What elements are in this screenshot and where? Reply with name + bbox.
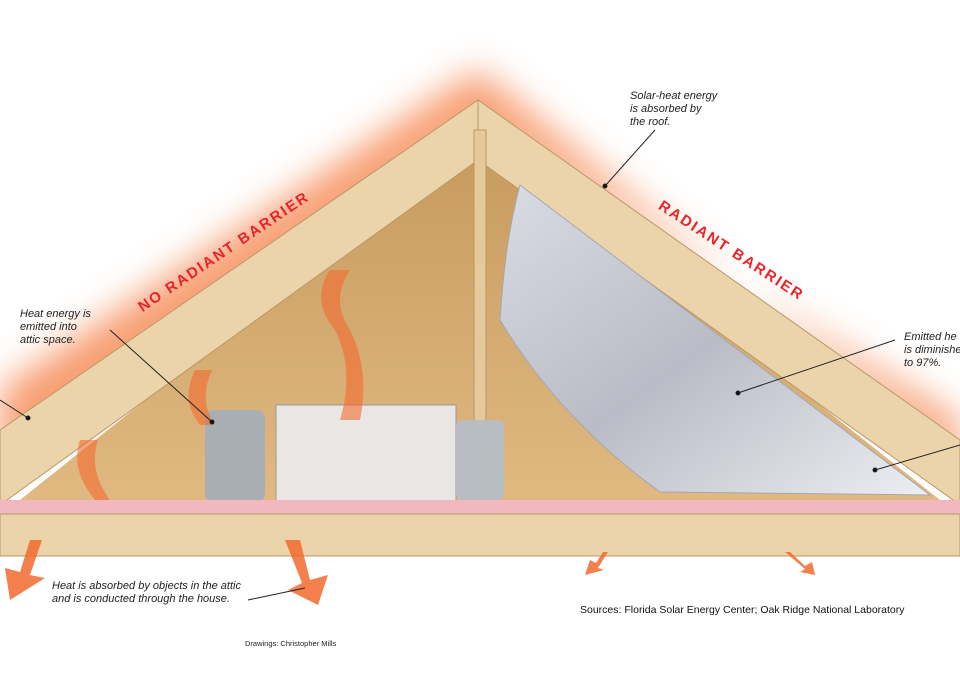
floor-joist [0, 513, 960, 557]
insulation [0, 500, 960, 514]
sources-text: Sources: Florida Solar Energy Center; Oa… [580, 604, 905, 616]
heat-arrow-icon [5, 540, 45, 600]
heat-glow [0, 70, 960, 470]
heat-arrow-icon [285, 540, 328, 605]
heat-wave-icon [188, 370, 215, 425]
heat-wave-icon [321, 270, 364, 420]
radiant-barrier-foil [499, 184, 932, 496]
leader-lines [0, 129, 960, 601]
heat-arrows [5, 270, 815, 605]
heat-arrow-icon [585, 552, 608, 575]
solar-heat-callout: Solar-heat energy is absorbed by the roo… [630, 90, 718, 128]
hvac-duct [456, 420, 504, 500]
hvac-unit [275, 404, 457, 504]
heat-emitted-callout: Heat energy is emitted into attic space. [20, 308, 91, 346]
hvac-pipe [205, 410, 265, 502]
heat-absorbed-callout: Heat is absorbed by objects in the attic… [52, 580, 241, 605]
heat-wave-icon [77, 440, 110, 500]
heat-arrow-icon [785, 552, 815, 575]
heat-diminished-callout: Emitted he is diminishe to 97%. [904, 331, 960, 369]
drawings-credit: Drawings: Christopher Mills [245, 639, 337, 648]
